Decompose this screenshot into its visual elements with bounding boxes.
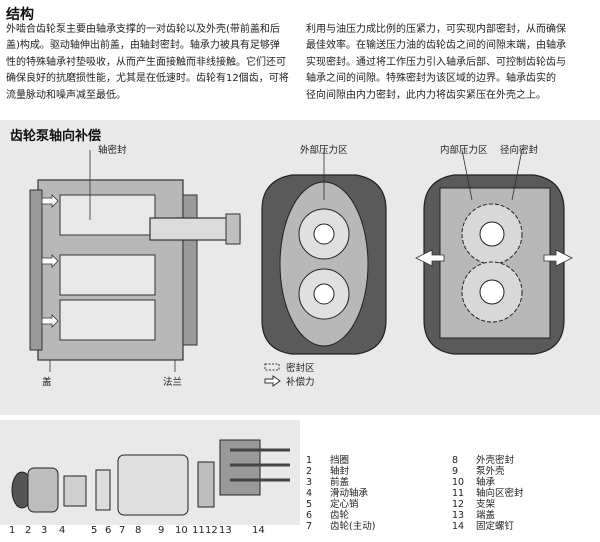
exploded-number: 2 [25,525,32,536]
diagram-drawings [29,149,573,372]
exploded-view-drawing [11,439,290,516]
exploded-number: 5 [91,525,98,536]
left-paragraph-line: 盖)构成。驱动轴伸出前盖，由轴封密封。轴承力被具有足够弹 [6,40,280,52]
diagram-panel-title: 齿轮泵轴向补偿 [10,129,102,144]
legend-sealing-zone: 密封区 [264,360,315,374]
outer-pressure-view [261,150,387,355]
exploded-number: 13 [219,525,232,536]
exploded-number: 7 [119,525,126,536]
right-paragraph-line: 最佳效率。在输送压力油的齿轮齿之间的间隙末端，由轴承 [306,40,566,52]
exploded-number: 11 [192,525,205,536]
left-paragraph-line: 流量脉动和噪声减至最低。 [6,89,126,101]
legend-compensation-force-label: 补偿力 [286,377,315,388]
section-title: 结构 [6,7,34,23]
right-paragraph-line: 轴承之间的间隙。特殊密封为该区域的边界。轴承齿实的 [306,73,556,85]
label-radial-seal: 径向密封 [500,145,539,156]
exploded-number: 10 [175,525,188,536]
label-inner-pressure-zone: 内部压力区 [440,145,488,156]
left-paragraph-line: 性的特殊轴承衬垫吸收，从而产生面接触而非线接触。它们还可 [6,56,286,68]
exploded-number: 12 [205,525,218,536]
left-paragraph: 外啮合齿轮泵主要由轴承支撑的一对齿轮以及外壳(带前盖和后 盖)构成。驱动轴伸出前… [6,22,289,104]
exploded-number: 1 [9,525,16,536]
exploded-number: 9 [158,525,165,536]
label-shaft-seal: 轴密封 [98,145,127,156]
right-paragraph: 利用与油压力成比例的压紧力，可实现内部密封，从而确保 最佳效率。在输送压力油的齿… [306,22,566,104]
exploded-number: 6 [105,525,112,536]
exploded-number: 14 [252,525,265,536]
legend-compensation-force: 补偿力 [264,374,315,388]
label-flange: 法兰 [163,377,183,388]
arrow-right-icon [264,375,281,387]
exploded-number: 4 [59,525,66,536]
exploded-number: 3 [41,525,48,536]
right-paragraph-line: 实现密封。通过将工作压力引入轴承后部、可控制齿轮齿与 [306,56,566,68]
exploded-number: 8 [135,525,142,536]
sealing-zone-icon [264,363,280,371]
label-cover: 盖 [42,377,52,388]
right-paragraph-line: 利用与油压力成比例的压紧力，可实现内部密封，从而确保 [306,24,566,35]
inner-pressure-view [415,149,573,355]
right-paragraph-line: 径向间隙由内力密封，此内力将齿实紧压在外壳之上。 [306,89,546,101]
legend-sealing-zone-label: 密封区 [286,363,315,374]
pump-section-view [29,150,241,372]
left-paragraph-line: 确保良好的抗磨损性能，尤其是在低速时。齿轮有12個齿，可将 [6,73,289,85]
left-paragraph-line: 外啮合齿轮泵主要由轴承支撑的一对齿轮以及外壳(带前盖和后 [6,24,280,35]
